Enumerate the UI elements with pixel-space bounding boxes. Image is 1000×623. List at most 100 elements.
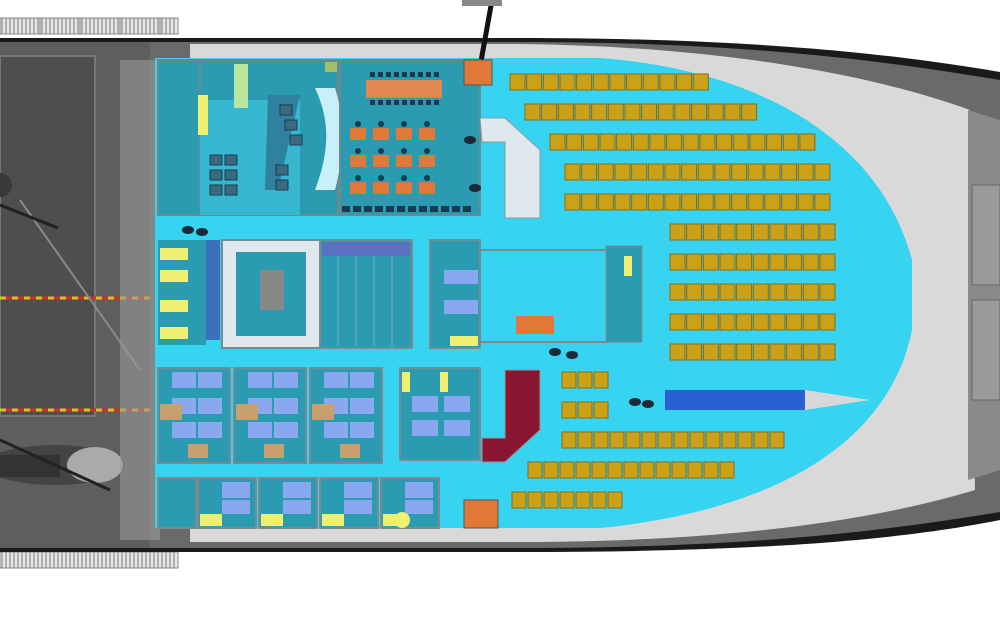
- seat: [753, 431, 769, 449]
- mess-chair: [426, 100, 431, 105]
- mid-right-room: [429, 239, 643, 349]
- passenger-seats: [509, 73, 836, 361]
- seat: [699, 133, 716, 151]
- mess-chair: [452, 206, 460, 212]
- seat: [561, 431, 577, 449]
- seat: [719, 461, 735, 479]
- mess-chair: [410, 72, 415, 77]
- seat: [511, 491, 527, 509]
- stair-marker-bottom: [463, 499, 499, 529]
- seat: [575, 461, 591, 479]
- seat: [655, 461, 671, 479]
- mess-chair: [370, 72, 375, 77]
- mess-chair: [370, 100, 375, 105]
- helicopter-icon: [0, 438, 125, 492]
- seat: [769, 223, 786, 241]
- seat: [691, 103, 708, 121]
- seat: [527, 491, 543, 509]
- seat: [524, 103, 541, 121]
- mess-room: [339, 59, 481, 216]
- seat: [526, 73, 543, 91]
- desk: [261, 514, 283, 526]
- seat: [581, 193, 598, 211]
- mess-chair: [378, 121, 384, 127]
- mess-chair: [434, 100, 439, 105]
- seat: [659, 73, 676, 91]
- mess-chair: [434, 72, 439, 77]
- mess-chair: [386, 72, 391, 77]
- seat: [542, 73, 559, 91]
- seat: [559, 73, 576, 91]
- helicopter-deck: [0, 42, 150, 548]
- mess-table: [373, 182, 389, 194]
- seat: [669, 253, 686, 271]
- seat: [623, 461, 639, 479]
- seat: [592, 73, 609, 91]
- seat: [559, 491, 575, 509]
- seat: [625, 431, 641, 449]
- mess-chair: [386, 100, 391, 105]
- bunk: [350, 422, 374, 438]
- cabin: [157, 477, 197, 529]
- mess-chair: [441, 206, 449, 212]
- desk: [312, 404, 334, 420]
- mess-chair: [463, 206, 471, 212]
- seat: [719, 253, 736, 271]
- mess-table: [396, 128, 412, 140]
- seat: [736, 343, 753, 361]
- seat: [786, 313, 803, 331]
- mess-table: [419, 155, 435, 167]
- conference-table: [366, 80, 442, 98]
- bridge-chair: [209, 154, 223, 166]
- mess-chair: [394, 100, 399, 105]
- seat: [819, 223, 836, 241]
- mess-chair: [394, 72, 399, 77]
- seat: [631, 193, 648, 211]
- mess-chair: [378, 100, 383, 105]
- seat: [616, 133, 633, 151]
- seat: [769, 431, 785, 449]
- mess-chair: [355, 148, 361, 154]
- seat: [509, 73, 526, 91]
- seat: [802, 223, 819, 241]
- mess-table: [350, 182, 366, 194]
- bunk: [344, 482, 372, 498]
- seat: [561, 401, 577, 419]
- bunk: [274, 422, 298, 438]
- desk: [188, 444, 208, 458]
- seat: [564, 163, 581, 181]
- mess-chair: [418, 72, 423, 77]
- desk: [200, 514, 222, 526]
- seat: [639, 461, 655, 479]
- seat: [632, 133, 649, 151]
- store-room: [319, 239, 413, 349]
- seat: [724, 103, 741, 121]
- seat: [714, 193, 731, 211]
- pool-strip: [665, 390, 870, 410]
- seat: [786, 253, 803, 271]
- mess-chair: [401, 175, 407, 181]
- bunk: [172, 422, 196, 438]
- bridge-curved-console: [315, 88, 343, 190]
- mess-chair: [424, 121, 430, 127]
- seat: [702, 253, 719, 271]
- seat: [543, 491, 559, 509]
- seat: [692, 73, 709, 91]
- desk: [340, 444, 360, 458]
- seat: [721, 431, 737, 449]
- orange-crate: [516, 316, 554, 334]
- mess-chair: [401, 121, 407, 127]
- seat: [814, 193, 831, 211]
- seat: [599, 133, 616, 151]
- seat: [593, 371, 609, 389]
- seat: [614, 193, 631, 211]
- mess-chair: [430, 206, 438, 212]
- bunk: [172, 372, 196, 388]
- seat: [566, 133, 583, 151]
- stair-marker-top: [463, 59, 493, 86]
- seat: [769, 313, 786, 331]
- mess-chair: [419, 206, 427, 212]
- bulkhead-upper: [479, 117, 541, 219]
- mess-chair: [342, 206, 350, 212]
